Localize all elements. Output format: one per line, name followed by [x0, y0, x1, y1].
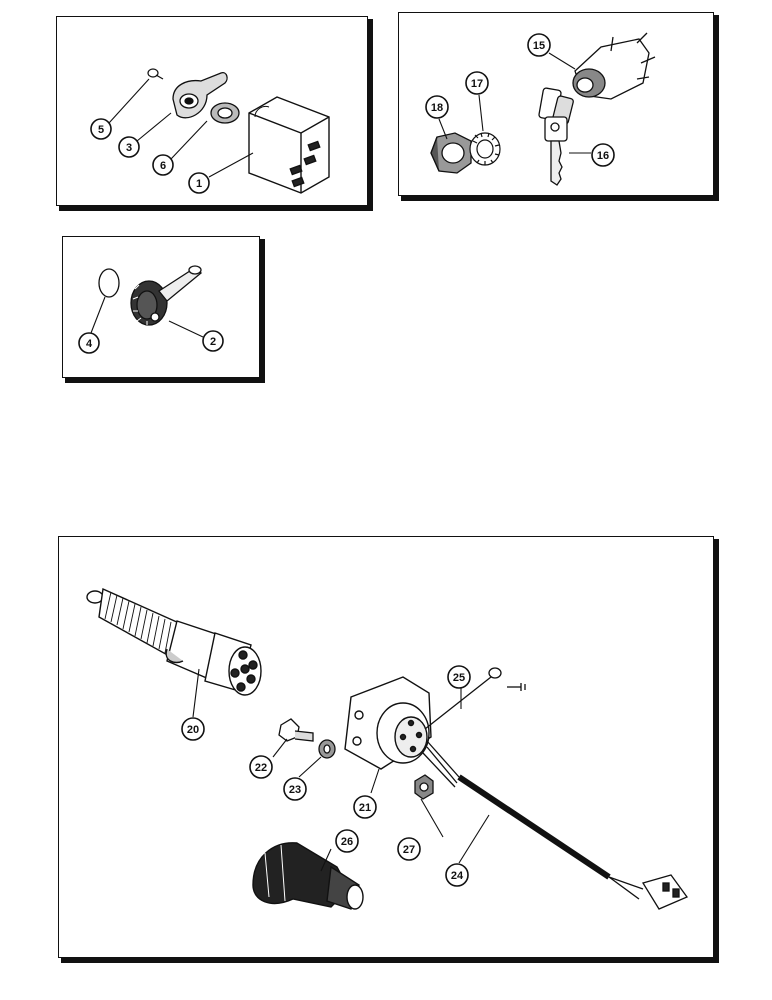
panel-flasher: 5 3 6 1: [56, 16, 373, 211]
panel-trailer-connector: 20 22 23 21 27 24 25 26: [58, 536, 719, 963]
ignition-switch-part: [572, 32, 656, 100]
leader-lines: [438, 52, 591, 154]
svg-text:25: 25: [453, 672, 465, 684]
svg-text:21: 21: [359, 802, 371, 814]
panel-shadow: [401, 196, 718, 201]
ground-wire-part: [424, 667, 526, 730]
ignition-drawing: 18 17 15 16: [425, 32, 656, 186]
keys-part: [538, 87, 574, 186]
callout-17: 17: [465, 71, 489, 95]
callout-1: 1: [188, 172, 210, 194]
callout-6: 6: [152, 154, 174, 176]
callout-25: 25: [447, 665, 471, 689]
leader-lines: [192, 668, 490, 872]
nut-part: [414, 774, 434, 800]
svg-text:27: 27: [403, 844, 415, 856]
callout-4: 4: [78, 332, 100, 354]
svg-text:17: 17: [471, 78, 483, 90]
toggle-drawing: 4 2: [78, 265, 224, 354]
svg-text:2: 2: [210, 336, 216, 348]
svg-text:6: 6: [160, 160, 166, 172]
svg-text:5: 5: [98, 124, 104, 136]
callout-21: 21: [353, 795, 377, 819]
flasher-relay-part: [248, 96, 330, 194]
svg-text:26: 26: [341, 836, 353, 848]
callout-3: 3: [118, 136, 140, 158]
panel-toggle-switch: 4 2: [62, 236, 265, 383]
callout-27: 27: [397, 837, 421, 861]
bracket-part: [172, 72, 228, 119]
svg-text:24: 24: [451, 870, 464, 882]
callout-18: 18: [425, 95, 449, 119]
panel-shadow: [714, 15, 719, 201]
o-ring-part: [98, 268, 120, 298]
svg-text:15: 15: [533, 40, 545, 52]
svg-text:16: 16: [597, 150, 609, 162]
nut-part: [210, 102, 240, 124]
svg-text:22: 22: [255, 762, 267, 774]
panel-shadow: [260, 239, 265, 383]
svg-text:3: 3: [126, 142, 132, 154]
callout-24: 24: [445, 863, 469, 887]
hex-nut-part: [430, 132, 472, 174]
callout-23: 23: [283, 777, 307, 801]
panel-shadow: [65, 378, 264, 383]
rubber-boot-part: [252, 842, 364, 910]
lock-washer-part: [469, 132, 501, 166]
svg-text:20: 20: [187, 724, 199, 736]
panel-shadow: [59, 206, 372, 211]
callout-20: 20: [181, 717, 205, 741]
screw-part: [147, 68, 164, 80]
svg-text:1: 1: [196, 178, 202, 190]
panel-ignition-switch: 18 17 15 16: [398, 12, 719, 201]
trailer-socket-part: [344, 676, 432, 770]
svg-text:4: 4: [86, 338, 93, 350]
leader-lines: [108, 78, 254, 178]
callout-2: 2: [202, 330, 224, 352]
svg-text:23: 23: [289, 784, 301, 796]
callout-15: 15: [527, 33, 551, 57]
trailer-plug-part: [86, 587, 262, 696]
panel-shadow: [61, 958, 718, 963]
panel-shadow: [368, 19, 373, 211]
wire-harness-part: [422, 740, 689, 910]
callout-5: 5: [90, 118, 112, 140]
washer-part: [318, 739, 336, 759]
leader-lines: [90, 296, 204, 338]
panel-shadow: [714, 539, 719, 963]
svg-text:18: 18: [431, 102, 443, 114]
callout-22: 22: [249, 755, 273, 779]
callout-16: 16: [591, 143, 615, 167]
toggle-switch-part: [130, 265, 203, 326]
callout-26: 26: [335, 829, 359, 853]
flasher-drawing: 5 3 6 1: [90, 68, 330, 194]
bolt-part: [278, 718, 314, 742]
trailer-connector-drawing: 20 22 23 21 27 24 25 26: [86, 587, 689, 910]
